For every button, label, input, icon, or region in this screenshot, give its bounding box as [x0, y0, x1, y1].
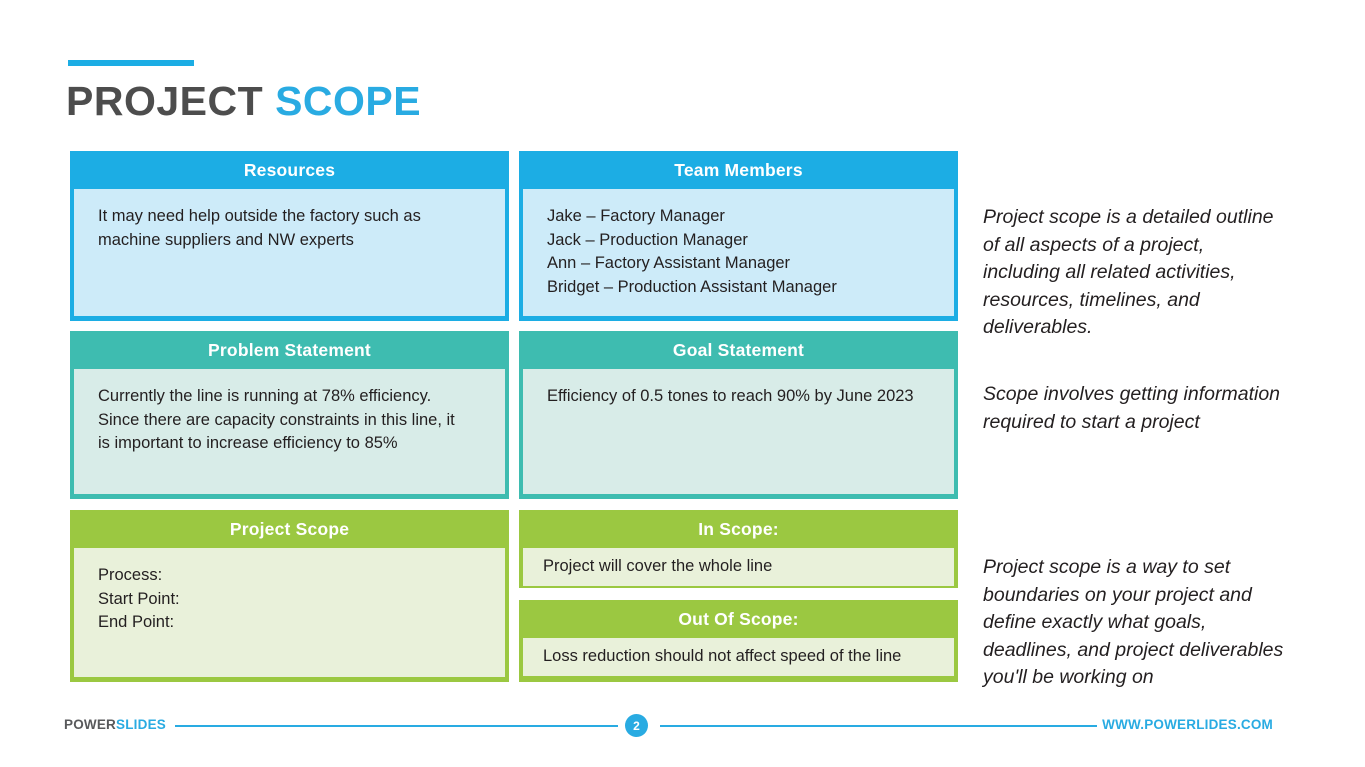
card-goal-statement-header: Goal Statement	[672, 339, 805, 360]
card-resources-line: machine suppliers and NW experts	[98, 230, 354, 249]
brand-logo: POWERSLIDES	[64, 717, 166, 732]
note-line: you'll be working on	[983, 666, 1154, 688]
card-project-scope: Project Scope Process: Start Point: End …	[70, 510, 509, 682]
card-problem-statement-header: Problem Statement	[208, 339, 371, 360]
note-line: of all aspects of a project,	[983, 233, 1205, 256]
footer-divider-right	[660, 725, 1097, 727]
note-line: deliverables.	[983, 316, 1093, 338]
card-problem-statement-line: Currently the line is running at 78% eff…	[98, 387, 432, 405]
note-line: including all related activities,	[983, 261, 1236, 283]
note-block-2: Scope involves getting information requi…	[983, 381, 1318, 436]
team-member-list-item: Jack – Production Manager	[547, 230, 748, 249]
card-resources: Resources It may need help outside the f…	[70, 151, 509, 321]
note-line: Scope involves getting information	[983, 383, 1281, 405]
card-team-members-header: Team Members	[674, 159, 803, 180]
note-line: deadlines, and project deliverables	[983, 638, 1284, 661]
card-problem-statement-body: Currently the line is running at 78% eff…	[74, 369, 505, 494]
card-resources-body: It may need help outside the factory suc…	[74, 189, 505, 316]
card-out-of-scope-body: Loss reduction should not affect speed o…	[523, 638, 954, 676]
card-out-of-scope-line: Loss reduction should not affect speed o…	[543, 647, 902, 665]
card-team-members-body: Jake – Factory Manager Jack – Production…	[523, 189, 954, 316]
card-problem-statement-line: is important to increase efficiency to 8…	[98, 434, 398, 452]
footer-website-url[interactable]: WWW.POWERLIDES.COM	[1102, 717, 1273, 732]
brand-logo-part-1: POWER	[64, 717, 117, 732]
card-project-scope-body: Process: Start Point: End Point:	[74, 548, 505, 677]
card-goal-statement-body: Efficiency of 0.5 tones to reach 90% by …	[523, 369, 954, 494]
card-resources-header: Resources	[243, 159, 336, 180]
team-member-list-item: Bridget – Production Assistant Manager	[547, 277, 837, 296]
note-line: Project scope is a detailed outline	[983, 206, 1274, 228]
page-title-part-2: SCOPE	[275, 78, 422, 124]
card-team-members: Team Members Jake – Factory Manager Jack…	[519, 151, 958, 321]
note-line: boundaries on your project and	[983, 583, 1252, 606]
note-block-1: Project scope is a detailed outline of a…	[983, 204, 1318, 342]
card-in-scope-body: Project will cover the whole line	[523, 548, 954, 586]
note-line: resources, timelines, and	[983, 288, 1200, 311]
card-out-of-scope-header: Out Of Scope:	[678, 608, 799, 629]
team-member-list-item: Ann – Factory Assistant Manager	[547, 254, 791, 272]
team-member-list-item: Jake – Factory Manager	[547, 207, 725, 225]
card-goal-statement-line: Efficiency of 0.5 tones to reach 90% by …	[547, 387, 914, 405]
card-project-scope-line: End Point:	[98, 613, 175, 631]
page-number-badge: 2	[625, 714, 648, 737]
page-title-part-1: PROJECT	[66, 78, 264, 124]
card-in-scope-line: Project will cover the whole line	[543, 557, 773, 575]
title-accent-bar	[68, 60, 194, 66]
card-out-of-scope: Out Of Scope: Loss reduction should not …	[519, 600, 958, 682]
card-goal-statement: Goal Statement Efficiency of 0.5 tones t…	[519, 331, 958, 499]
note-line: required to start a project	[983, 410, 1200, 433]
card-resources-line: It may need help outside the factory suc…	[98, 207, 421, 225]
note-line: Project scope is a way to set	[983, 556, 1231, 578]
page-title: PROJECT SCOPE	[66, 76, 421, 126]
note-block-3: Project scope is a way to set boundaries…	[983, 554, 1318, 692]
card-project-scope-line: Start Point:	[98, 589, 180, 608]
footer-divider-left	[175, 725, 618, 727]
card-project-scope-header: Project Scope	[229, 518, 350, 539]
card-in-scope-header: In Scope:	[698, 518, 779, 539]
card-problem-statement: Problem Statement Currently the line is …	[70, 331, 509, 499]
note-line: define exactly what goals,	[983, 611, 1207, 633]
brand-logo-part-2: SLIDES	[116, 717, 166, 732]
card-project-scope-line: Process:	[98, 566, 163, 584]
card-in-scope: In Scope: Project will cover the whole l…	[519, 510, 958, 588]
card-problem-statement-line: Since there are capacity constraints in …	[98, 410, 455, 429]
